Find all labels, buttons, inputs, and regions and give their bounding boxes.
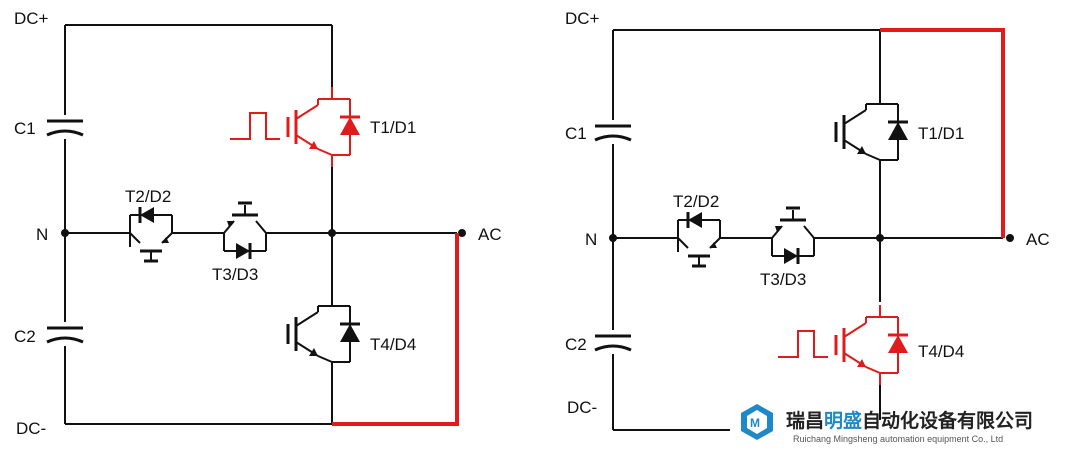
right-label-dc-minus: DC- (567, 398, 597, 417)
right-label-c1: C1 (565, 124, 587, 143)
right-label-t4: T4/D4 (918, 342, 964, 361)
left-label-dc-plus: DC+ (14, 9, 49, 28)
left-label-t2: T2/D2 (125, 187, 171, 206)
right-label-t1: T1/D1 (918, 124, 964, 143)
right-switch-t4-d4-active (777, 303, 910, 387)
company-logo-icon: M (741, 404, 773, 440)
right-circuit (593, 29, 1014, 431)
capacitor-c2 (45, 326, 85, 344)
left-label-c1: C1 (14, 119, 36, 138)
switch-t1-d1-right (834, 90, 910, 174)
svg-text:M: M (750, 416, 760, 430)
right-label-c2: C2 (565, 335, 587, 354)
left-current-path (332, 233, 459, 426)
capacitor-c2-right (593, 334, 633, 352)
right-label-dc-plus: DC+ (565, 9, 600, 28)
left-label-dc-minus: DC- (16, 419, 46, 438)
left-label-ac: AC (478, 225, 502, 244)
brand-name-english: Ruichang Mingsheng automation equipment … (793, 434, 1003, 444)
company-watermark: M 瑞昌明盛自动化设备有限公司 Ruichang Mingsheng autom… (741, 404, 1033, 444)
svg-text:瑞昌明盛自动化设备有限公司: 瑞昌明盛自动化设备有限公司 (786, 409, 1033, 432)
switch-t4-d4 (286, 292, 362, 376)
left-label-t1: T1/D1 (370, 118, 416, 137)
node-ac (458, 229, 466, 237)
left-label-t4: T4/D4 (370, 335, 416, 354)
right-label-ac: AC (1026, 230, 1050, 249)
brand-name-part2: 自动化设备有限公司 (862, 409, 1033, 432)
left-label-n: N (36, 225, 48, 244)
left-circuit (45, 24, 466, 425)
capacitor-c1-right (593, 124, 633, 142)
switch-t3-d3 (214, 201, 268, 261)
left-switch-t1-d1-active (229, 85, 362, 169)
right-label-t3: T3/D3 (760, 270, 806, 289)
left-label-c2: C2 (14, 327, 36, 346)
right-label-n: N (585, 230, 597, 249)
left-label-t3: T3/D3 (212, 265, 258, 284)
right-current-path (880, 28, 1005, 238)
switch-t2-d2 (120, 205, 174, 263)
brand-name-highlight: 明盛 (824, 409, 862, 432)
brand-name-part1: 瑞昌 (786, 409, 824, 432)
right-label-t2: T2/D2 (673, 192, 719, 211)
capacitor-c1 (45, 119, 85, 137)
